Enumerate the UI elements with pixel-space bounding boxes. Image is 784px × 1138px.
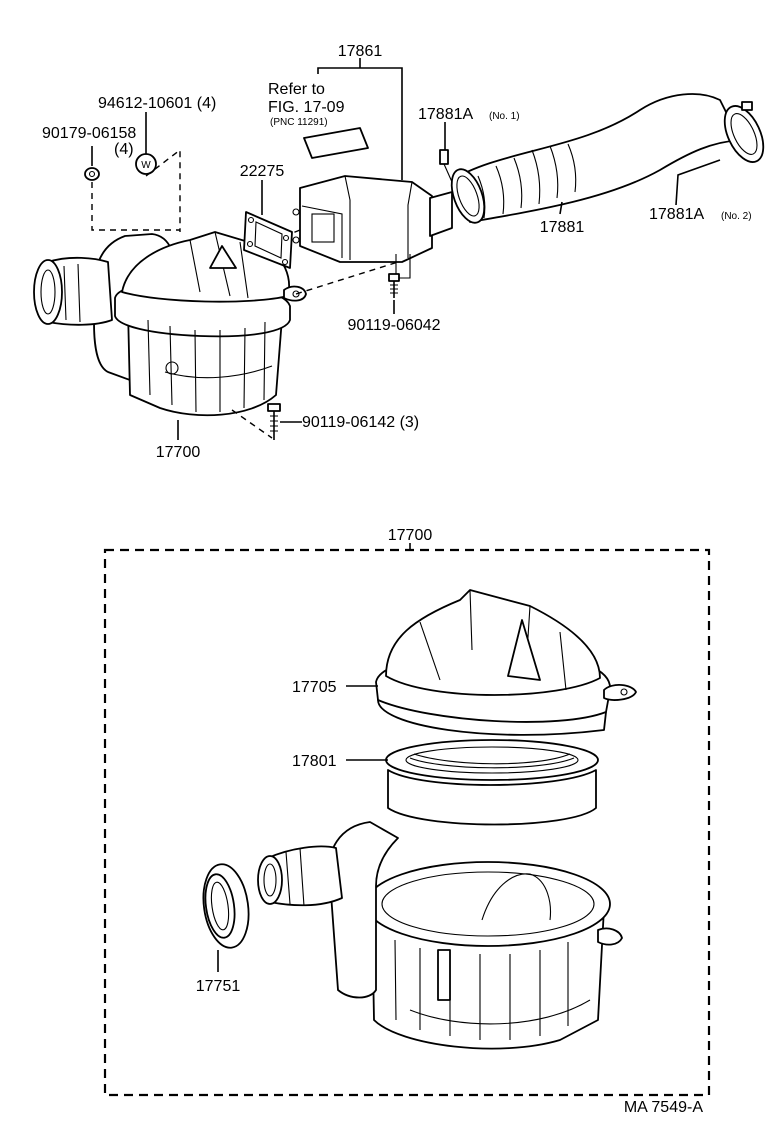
air-cleaner-cover-17705 (375, 589, 637, 736)
label-90119-06042: 90119-06042 (347, 317, 440, 334)
hose-clamp-no1 (439, 149, 486, 224)
label-22275: 22275 (240, 163, 285, 180)
air-cleaner-case (257, 821, 623, 1050)
label-90179-06158: 90179-06158 (42, 125, 136, 142)
label-17801: 17801 (292, 753, 337, 770)
label-94612-10601: 94612-10601 (4) (98, 95, 216, 112)
label-refer-to: Refer to (268, 81, 325, 98)
label-90119-06142: 90119-06142 (3) (302, 414, 419, 431)
label-17700-box: 17700 (388, 527, 433, 544)
label-17881a-1: 17881A (418, 106, 473, 123)
label-17881a-1-note: (No. 1) (489, 111, 520, 122)
label-17700-top: 17700 (156, 444, 201, 461)
washer-94612-10601: W (135, 153, 157, 175)
bolt-90119-06142 (267, 403, 281, 440)
washer-mark: W (141, 160, 151, 171)
reference-plate (303, 127, 369, 159)
label-fig-17-09: FIG. 17-09 (268, 99, 345, 116)
hose-clamp-no2 (723, 101, 765, 163)
label-90179-qty: (4) (114, 141, 134, 158)
leader-lines (91, 58, 721, 440)
top-callouts: 17861 Refer to FIG. 17-09 (PNC 11291) 17… (42, 43, 752, 461)
grommet-90179-06158 (84, 167, 100, 181)
filter-element-17801 (385, 739, 599, 826)
alignment-lines (91, 148, 399, 439)
label-17881a-2-note: (No. 2) (721, 211, 752, 222)
label-17751: 17751 (196, 978, 241, 995)
connector-housing-17861 (292, 175, 453, 279)
leader-lines-box (217, 685, 388, 972)
gasket-22275 (243, 211, 293, 269)
box-callouts: 17705 17801 17751 (196, 679, 337, 995)
diagram-id: MA 7549-A (624, 1099, 703, 1116)
air-cleaner-assembly-17700 (114, 231, 307, 417)
label-pnc: (PNC 11291) (270, 117, 328, 128)
exploded-view-box (103, 548, 711, 1097)
label-17881a-2: 17881A (649, 206, 704, 223)
label-17861: 17861 (338, 43, 383, 60)
label-17881: 17881 (540, 219, 585, 236)
bolt-90119-06042 (388, 273, 400, 298)
label-17705: 17705 (292, 679, 337, 696)
inlet-grommet-17751 (202, 863, 250, 949)
